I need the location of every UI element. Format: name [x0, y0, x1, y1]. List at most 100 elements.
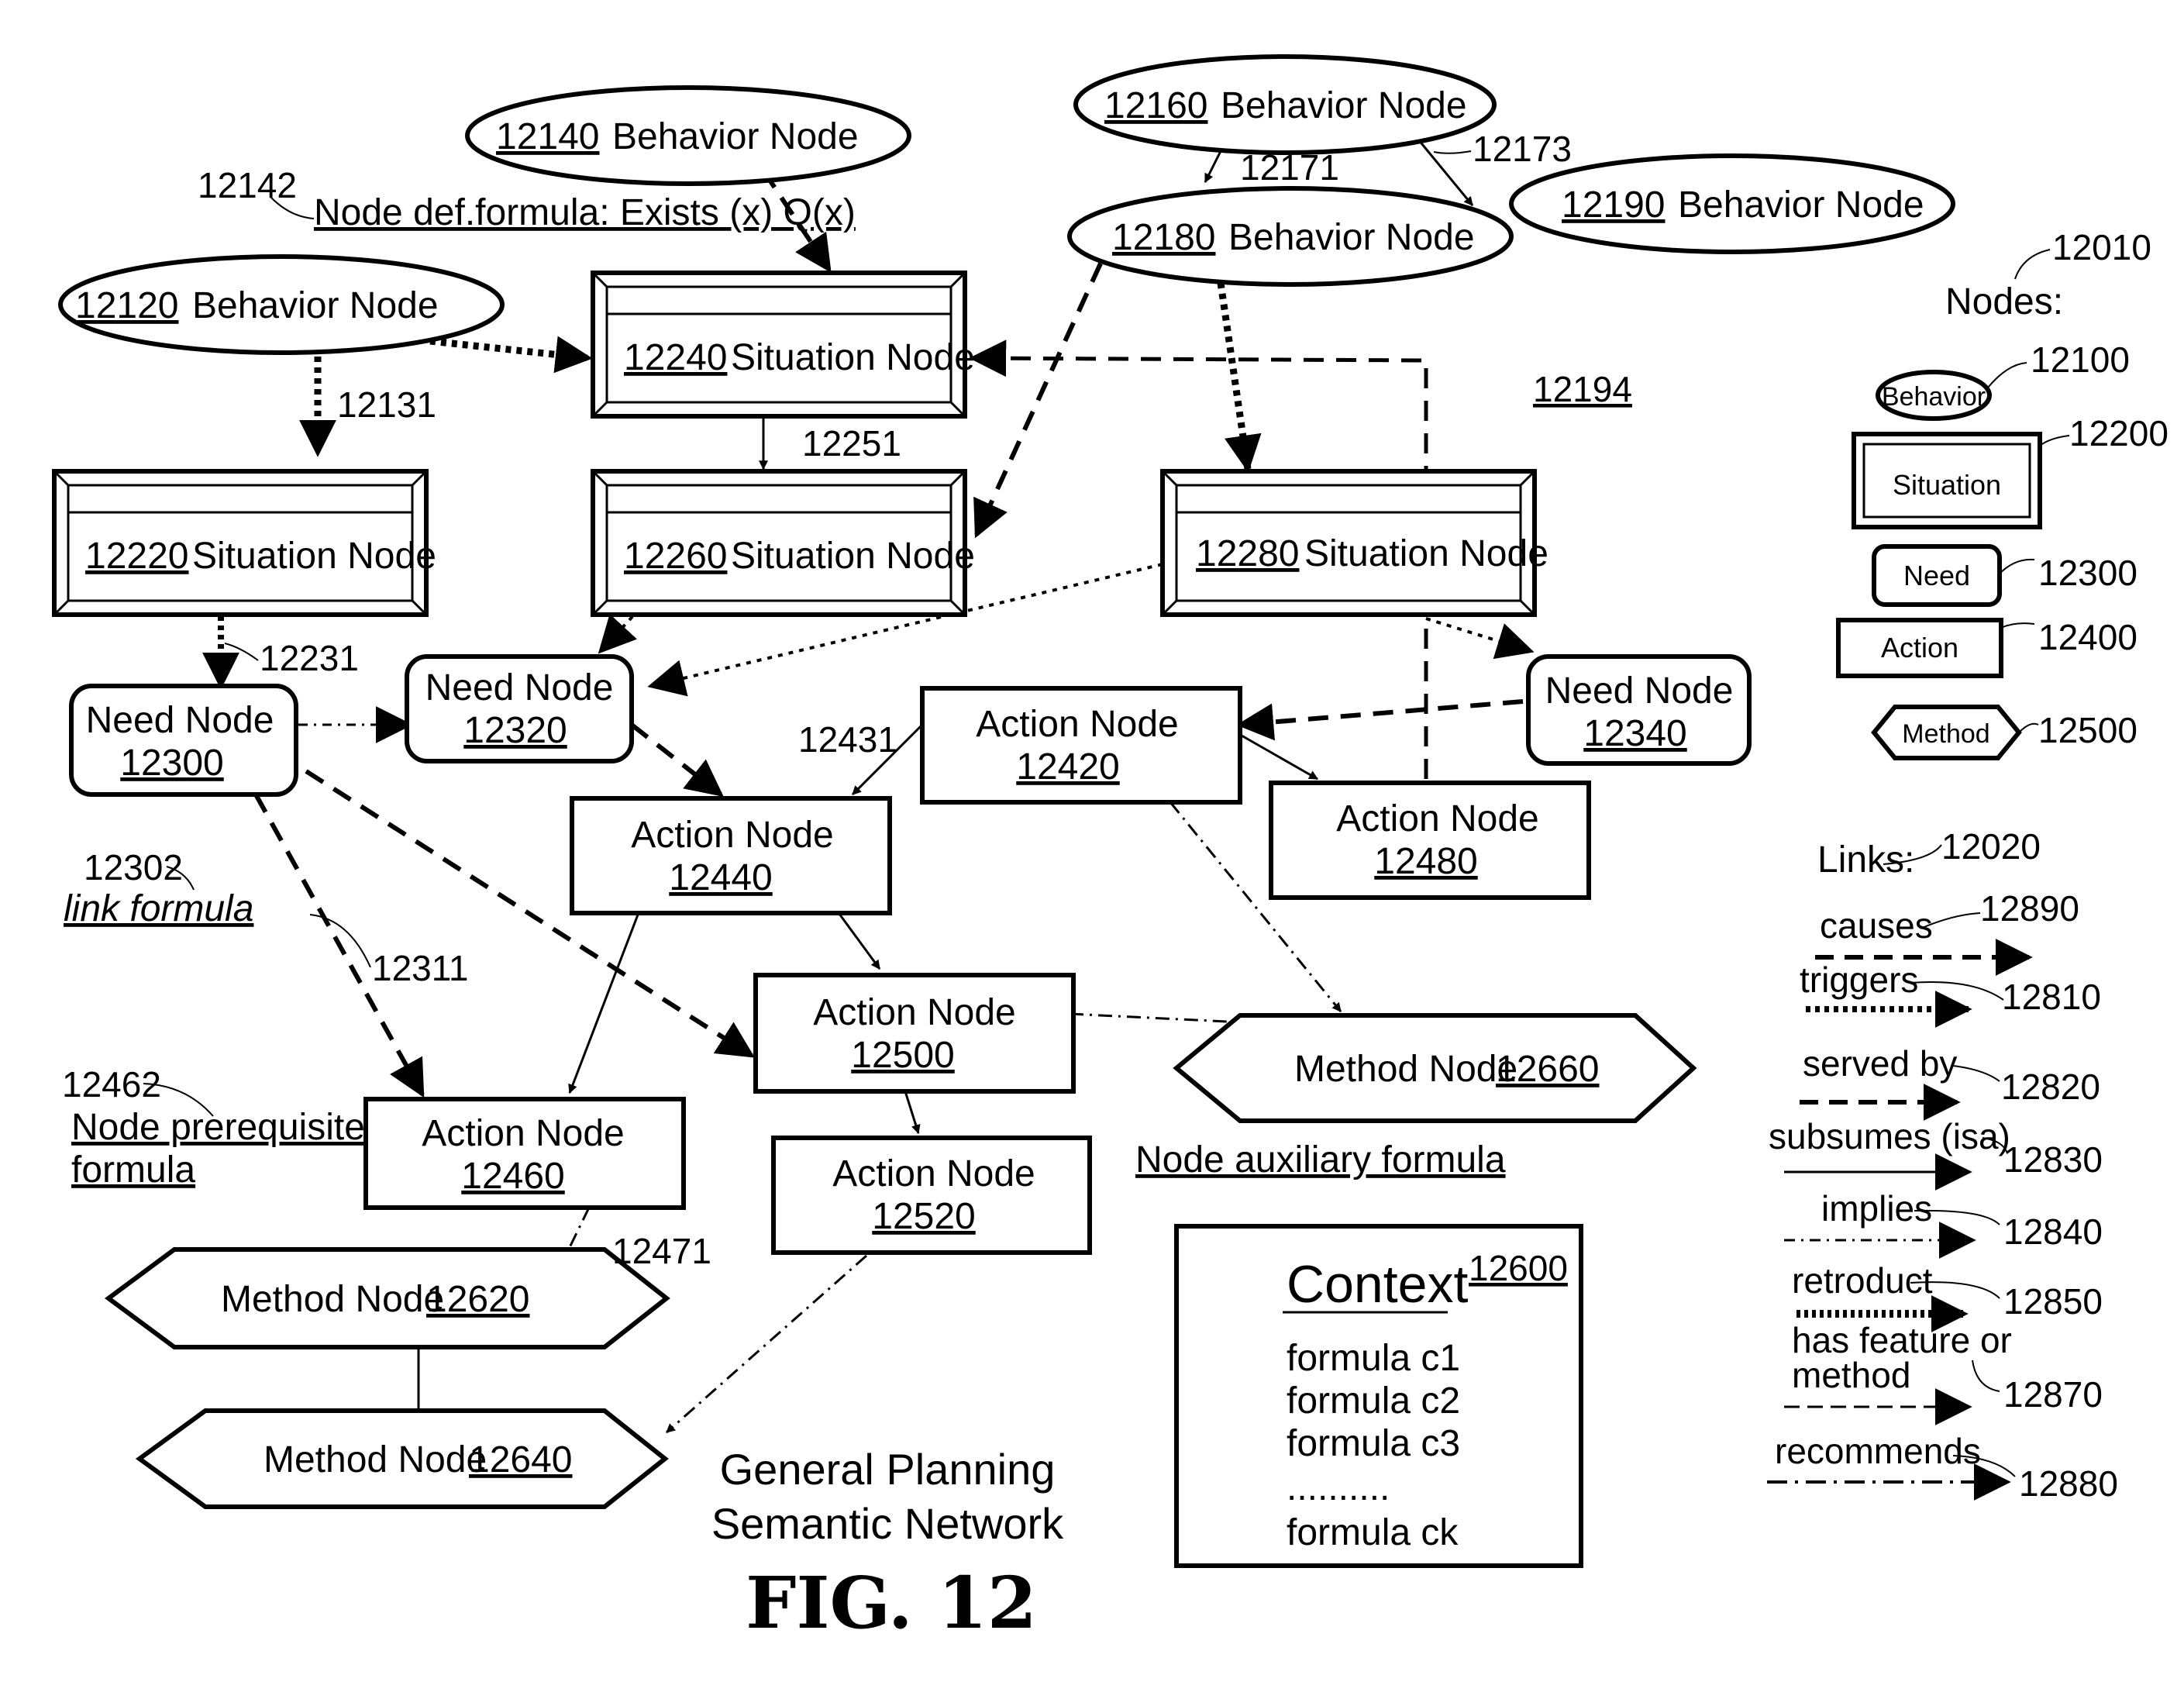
svg-text:12160: 12160 — [1104, 85, 1207, 126]
svg-text:12280: 12280 — [1196, 533, 1299, 574]
svg-text:Behavior Node: Behavior Node — [1221, 85, 1467, 126]
legend-link-implies: implies 12840 — [1784, 1188, 2103, 1252]
svg-text:12520: 12520 — [872, 1196, 975, 1237]
svg-text:12440: 12440 — [669, 857, 772, 898]
svg-text:Action Node: Action Node — [1336, 798, 1539, 839]
svg-text:12220: 12220 — [85, 536, 188, 577]
link-12520-12640 — [667, 1256, 866, 1432]
svg-text:12420: 12420 — [1016, 746, 1119, 788]
legend-link-triggers: triggers 12810 — [1800, 960, 2101, 1017]
svg-text:12870: 12870 — [2003, 1374, 2103, 1415]
legend-link-has-feature: has feature or method 12870 — [1784, 1320, 2103, 1415]
svg-text:Action Node: Action Node — [422, 1113, 625, 1154]
situation-node-12220: 12220 Situation Node — [54, 471, 436, 615]
method-node-12620: Method Node 12620 — [109, 1249, 667, 1347]
fig-label: FIG. 12 — [746, 1561, 1037, 1645]
svg-text:Semantic Network: Semantic Network — [711, 1499, 1064, 1548]
node-def-formula: Node def.formula: Exists (x) Q(x) — [314, 192, 856, 233]
need-node-12320: Need Node 12320 — [407, 657, 632, 761]
svg-text:Behavior Node: Behavior Node — [1678, 184, 1924, 226]
svg-text:formula ck: formula ck — [1287, 1512, 1459, 1553]
svg-text:12140: 12140 — [496, 116, 599, 157]
ref-12231: 12231 — [260, 638, 359, 678]
svg-text:Situation Node: Situation Node — [731, 337, 975, 378]
svg-text:12340: 12340 — [1583, 713, 1686, 754]
prereq-line2: formula — [71, 1149, 195, 1191]
link-12300-12460 — [256, 794, 422, 1094]
figure-title: General Planning Semantic Network FIG. 1… — [711, 1445, 1064, 1645]
legend-links: Links: 12020 causes 12890 triggers 12810… — [1767, 826, 2118, 1504]
link-12180-12260 — [977, 264, 1101, 535]
svg-text:recommends: recommends — [1775, 1431, 1981, 1471]
svg-text:12460: 12460 — [461, 1156, 564, 1197]
svg-text:12660: 12660 — [1496, 1049, 1599, 1090]
svg-text:12500: 12500 — [2038, 710, 2137, 750]
svg-text:Nodes:: Nodes: — [1945, 281, 2063, 322]
context-box: Context 12600 formula c1 formula c2 form… — [1176, 1226, 1581, 1566]
svg-text:causes: causes — [1820, 905, 1933, 946]
svg-text:implies: implies — [1821, 1188, 1932, 1229]
svg-text:formula c3: formula c3 — [1287, 1423, 1460, 1464]
svg-text:Context: Context — [1287, 1255, 1468, 1314]
link-12320-12440 — [632, 725, 721, 794]
link-12340-12420 — [1240, 701, 1523, 725]
link-12180-12280 — [1221, 283, 1248, 469]
svg-text:12020: 12020 — [1941, 826, 2041, 867]
link-12160-12190 — [1418, 140, 1473, 205]
svg-text:12480: 12480 — [1374, 841, 1477, 882]
ref-12471: 12471 — [612, 1231, 711, 1271]
action-node-12440: Action Node 12440 — [572, 798, 890, 913]
svg-text:12240: 12240 — [624, 337, 727, 378]
svg-text:12640: 12640 — [469, 1439, 572, 1480]
method-node-12640: Method Node 12640 — [140, 1411, 665, 1507]
svg-text:Situation Node: Situation Node — [731, 536, 975, 577]
svg-text:12260: 12260 — [624, 536, 727, 577]
legend-link-retroduct: retroduct 12850 — [1792, 1260, 2103, 1322]
svg-text:Method: Method — [1902, 719, 1989, 749]
ref-12171: 12171 — [1240, 147, 1339, 188]
legend-need-item: Need 12300 — [1874, 546, 2137, 605]
svg-text:Method Node: Method Node — [1294, 1049, 1517, 1090]
svg-text:12880: 12880 — [2019, 1463, 2118, 1504]
link-12500-12520 — [905, 1091, 918, 1133]
svg-text:12890: 12890 — [1980, 888, 2079, 929]
svg-text:Action: Action — [1881, 632, 1958, 663]
node-auxiliary-formula: Node auxiliary formula — [1135, 1139, 1506, 1180]
svg-text:12300: 12300 — [2038, 553, 2137, 593]
situation-node-12240: 12240 Situation Node — [593, 273, 975, 416]
svg-text:12200: 12200 — [2069, 413, 2168, 453]
svg-text:12850: 12850 — [2003, 1281, 2103, 1322]
situation-node-12260: 12260 Situation Node — [593, 471, 975, 615]
svg-text:12620: 12620 — [426, 1279, 529, 1320]
legend-method-item: Method 12500 — [1874, 707, 2137, 758]
action-node-12500: Action Node 12500 — [756, 975, 1073, 1091]
link-12120-12240 — [430, 341, 589, 358]
legend-link-causes: causes 12890 — [1815, 888, 2079, 957]
link-12420-12480 — [1236, 732, 1318, 779]
ref-12311: 12311 — [372, 948, 469, 988]
method-node-12660: Method Node 12660 — [1176, 1015, 1693, 1121]
svg-text:Behavior Node: Behavior Node — [192, 285, 439, 326]
svg-text:Situation: Situation — [1893, 469, 2001, 501]
svg-text:12300: 12300 — [120, 743, 223, 784]
legend-link-recommends: recommends 12880 — [1767, 1431, 2118, 1504]
ref-12194: 12194 — [1533, 369, 1632, 409]
behavior-node-12140: 12140 Behavior Node — [467, 88, 909, 184]
link-12440-12460 — [570, 911, 639, 1093]
svg-text:method: method — [1792, 1355, 1910, 1395]
svg-text:Action Node: Action Node — [976, 704, 1179, 745]
svg-text:Need Node: Need Node — [425, 667, 614, 708]
need-node-12340: Need Node 12340 — [1528, 657, 1749, 763]
svg-text:..........: .......... — [1287, 1467, 1390, 1508]
svg-text:Behavior: Behavior — [1882, 382, 1986, 412]
svg-text:Behavior Node: Behavior Node — [612, 116, 859, 157]
ref-12431: 12431 — [798, 719, 897, 760]
action-node-12480: Action Node 12480 — [1271, 783, 1589, 898]
ref-12251: 12251 — [802, 423, 901, 464]
legend-situation-item: Situation 12200 — [1854, 413, 2168, 527]
svg-text:Need Node: Need Node — [86, 700, 274, 741]
action-node-12460: Action Node 12460 — [366, 1099, 684, 1208]
link-12440-12500 — [837, 911, 880, 969]
svg-text:12600: 12600 — [1469, 1248, 1568, 1288]
